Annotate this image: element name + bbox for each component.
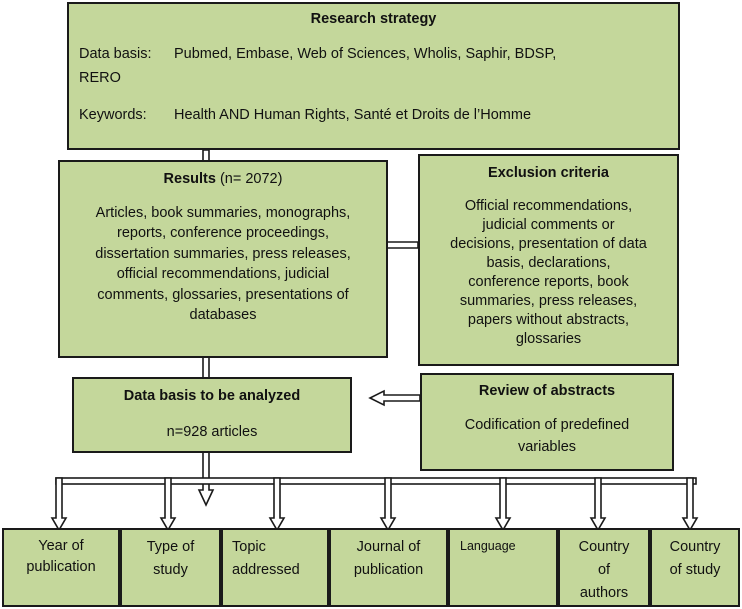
exclusion-criteria-box	[418, 154, 679, 366]
exclusion-line: conference reports, book	[468, 274, 629, 290]
variable-country-of-authors: Country of authors	[558, 536, 650, 605]
review-abstracts-box	[420, 373, 674, 471]
variable-label-line: of study	[669, 562, 721, 578]
keywords-label: Keywords:	[79, 107, 147, 123]
review-line: Codification of predefined	[464, 417, 630, 433]
review-to-analyzed-arrow	[368, 389, 421, 407]
variable-branch-arrow-5	[494, 477, 512, 532]
variable-label-line: Journal of	[356, 539, 421, 555]
variable-label-line: publication	[353, 562, 424, 578]
variable-topic-addressed: Topic addressed	[232, 536, 300, 582]
exclusion-criteria-list: Official recommendations, judicial comme…	[418, 197, 679, 349]
variable-label-line: Country	[578, 539, 630, 555]
variable-label-line: Year of	[38, 538, 84, 554]
results-line: comments, glossaries, presentations of	[97, 286, 349, 303]
variable-country-of-study-box	[650, 528, 740, 607]
results-list: Articles, book summaries, monographs, re…	[58, 203, 388, 325]
variable-branch-arrow-4	[379, 477, 397, 532]
databases-label: Data basis:	[79, 46, 152, 62]
data-analyzed-title: Data basis to be analyzed	[123, 388, 301, 404]
variable-journal-of-publication: Journal of publication	[329, 536, 448, 582]
research-strategy-box	[67, 2, 680, 150]
data-analyzed-count: n=928 articles	[166, 424, 258, 440]
variable-type-of-study-box	[120, 528, 221, 607]
variable-label-line: study	[153, 562, 188, 578]
variable-label-line: authors	[579, 585, 629, 601]
variable-language: Language	[460, 539, 516, 553]
exclusion-line: summaries, press releases,	[459, 293, 638, 309]
results-line: official recommendations, judicial	[116, 266, 330, 283]
exclusion-line: Official recommendations,	[464, 198, 633, 214]
variable-country-of-study: Country of study	[650, 536, 740, 582]
variable-label-line: Country	[669, 539, 721, 555]
databases-list: Pubmed, Embase, Web of Sciences, Wholis,…	[174, 46, 557, 62]
results-heading: Results (n= 2072)	[58, 170, 388, 189]
review-line: variables	[517, 439, 577, 455]
variable-label-line: addressed	[232, 562, 300, 578]
review-abstracts-desc: Codification of predefined variables	[420, 414, 674, 458]
results-line: reports, conference proceedings,	[117, 225, 329, 242]
variable-language-box	[448, 528, 558, 607]
variable-country-of-authors-box	[558, 528, 650, 607]
variable-branch-arrow-6	[589, 477, 607, 532]
exclusion-line: glossaries	[515, 331, 582, 347]
exclusion-line: judicial comments or	[482, 217, 615, 233]
exclusion-line: basis, declarations,	[486, 255, 611, 271]
exclusion-line: papers without abstracts,	[467, 312, 630, 328]
variable-topic-addressed-box	[221, 528, 329, 607]
research-strategy-title: Research strategy	[310, 11, 437, 27]
variable-year-of-publication: Year of publication	[2, 536, 120, 578]
variable-year-of-publication-box	[2, 528, 120, 607]
results-title: Results	[163, 171, 216, 187]
variable-branch-arrow-7	[681, 477, 699, 532]
results-box	[58, 160, 388, 358]
results-line: dissertation summaries, press releases,	[95, 245, 351, 262]
results-line: databases	[189, 307, 257, 324]
results-line: Articles, book summaries, monographs,	[95, 205, 351, 221]
variable-branch-arrow-3	[268, 477, 286, 532]
variable-label-line: publication	[26, 559, 96, 575]
keywords-value: Health AND Human Rights, Santé et Droits…	[174, 107, 532, 123]
databases-list-cont: RERO	[79, 70, 121, 86]
review-abstracts-title: Review of abstracts	[478, 383, 616, 399]
exclusion-line: decisions, presentation of data	[450, 236, 647, 252]
variable-label-line: of	[597, 562, 611, 578]
variable-branch-arrow-2	[159, 477, 177, 532]
exclusion-criteria-title: Exclusion criteria	[488, 165, 609, 181]
variable-label-line: Topic	[232, 539, 266, 555]
variable-label-line: Type of	[146, 539, 195, 555]
variable-journal-of-publication-box	[329, 528, 448, 607]
variable-type-of-study: Type of study	[120, 536, 221, 582]
variable-branch-arrow-1	[50, 477, 68, 532]
results-count: (n= 2072)	[219, 171, 283, 187]
data-analyzed-box	[72, 377, 352, 453]
